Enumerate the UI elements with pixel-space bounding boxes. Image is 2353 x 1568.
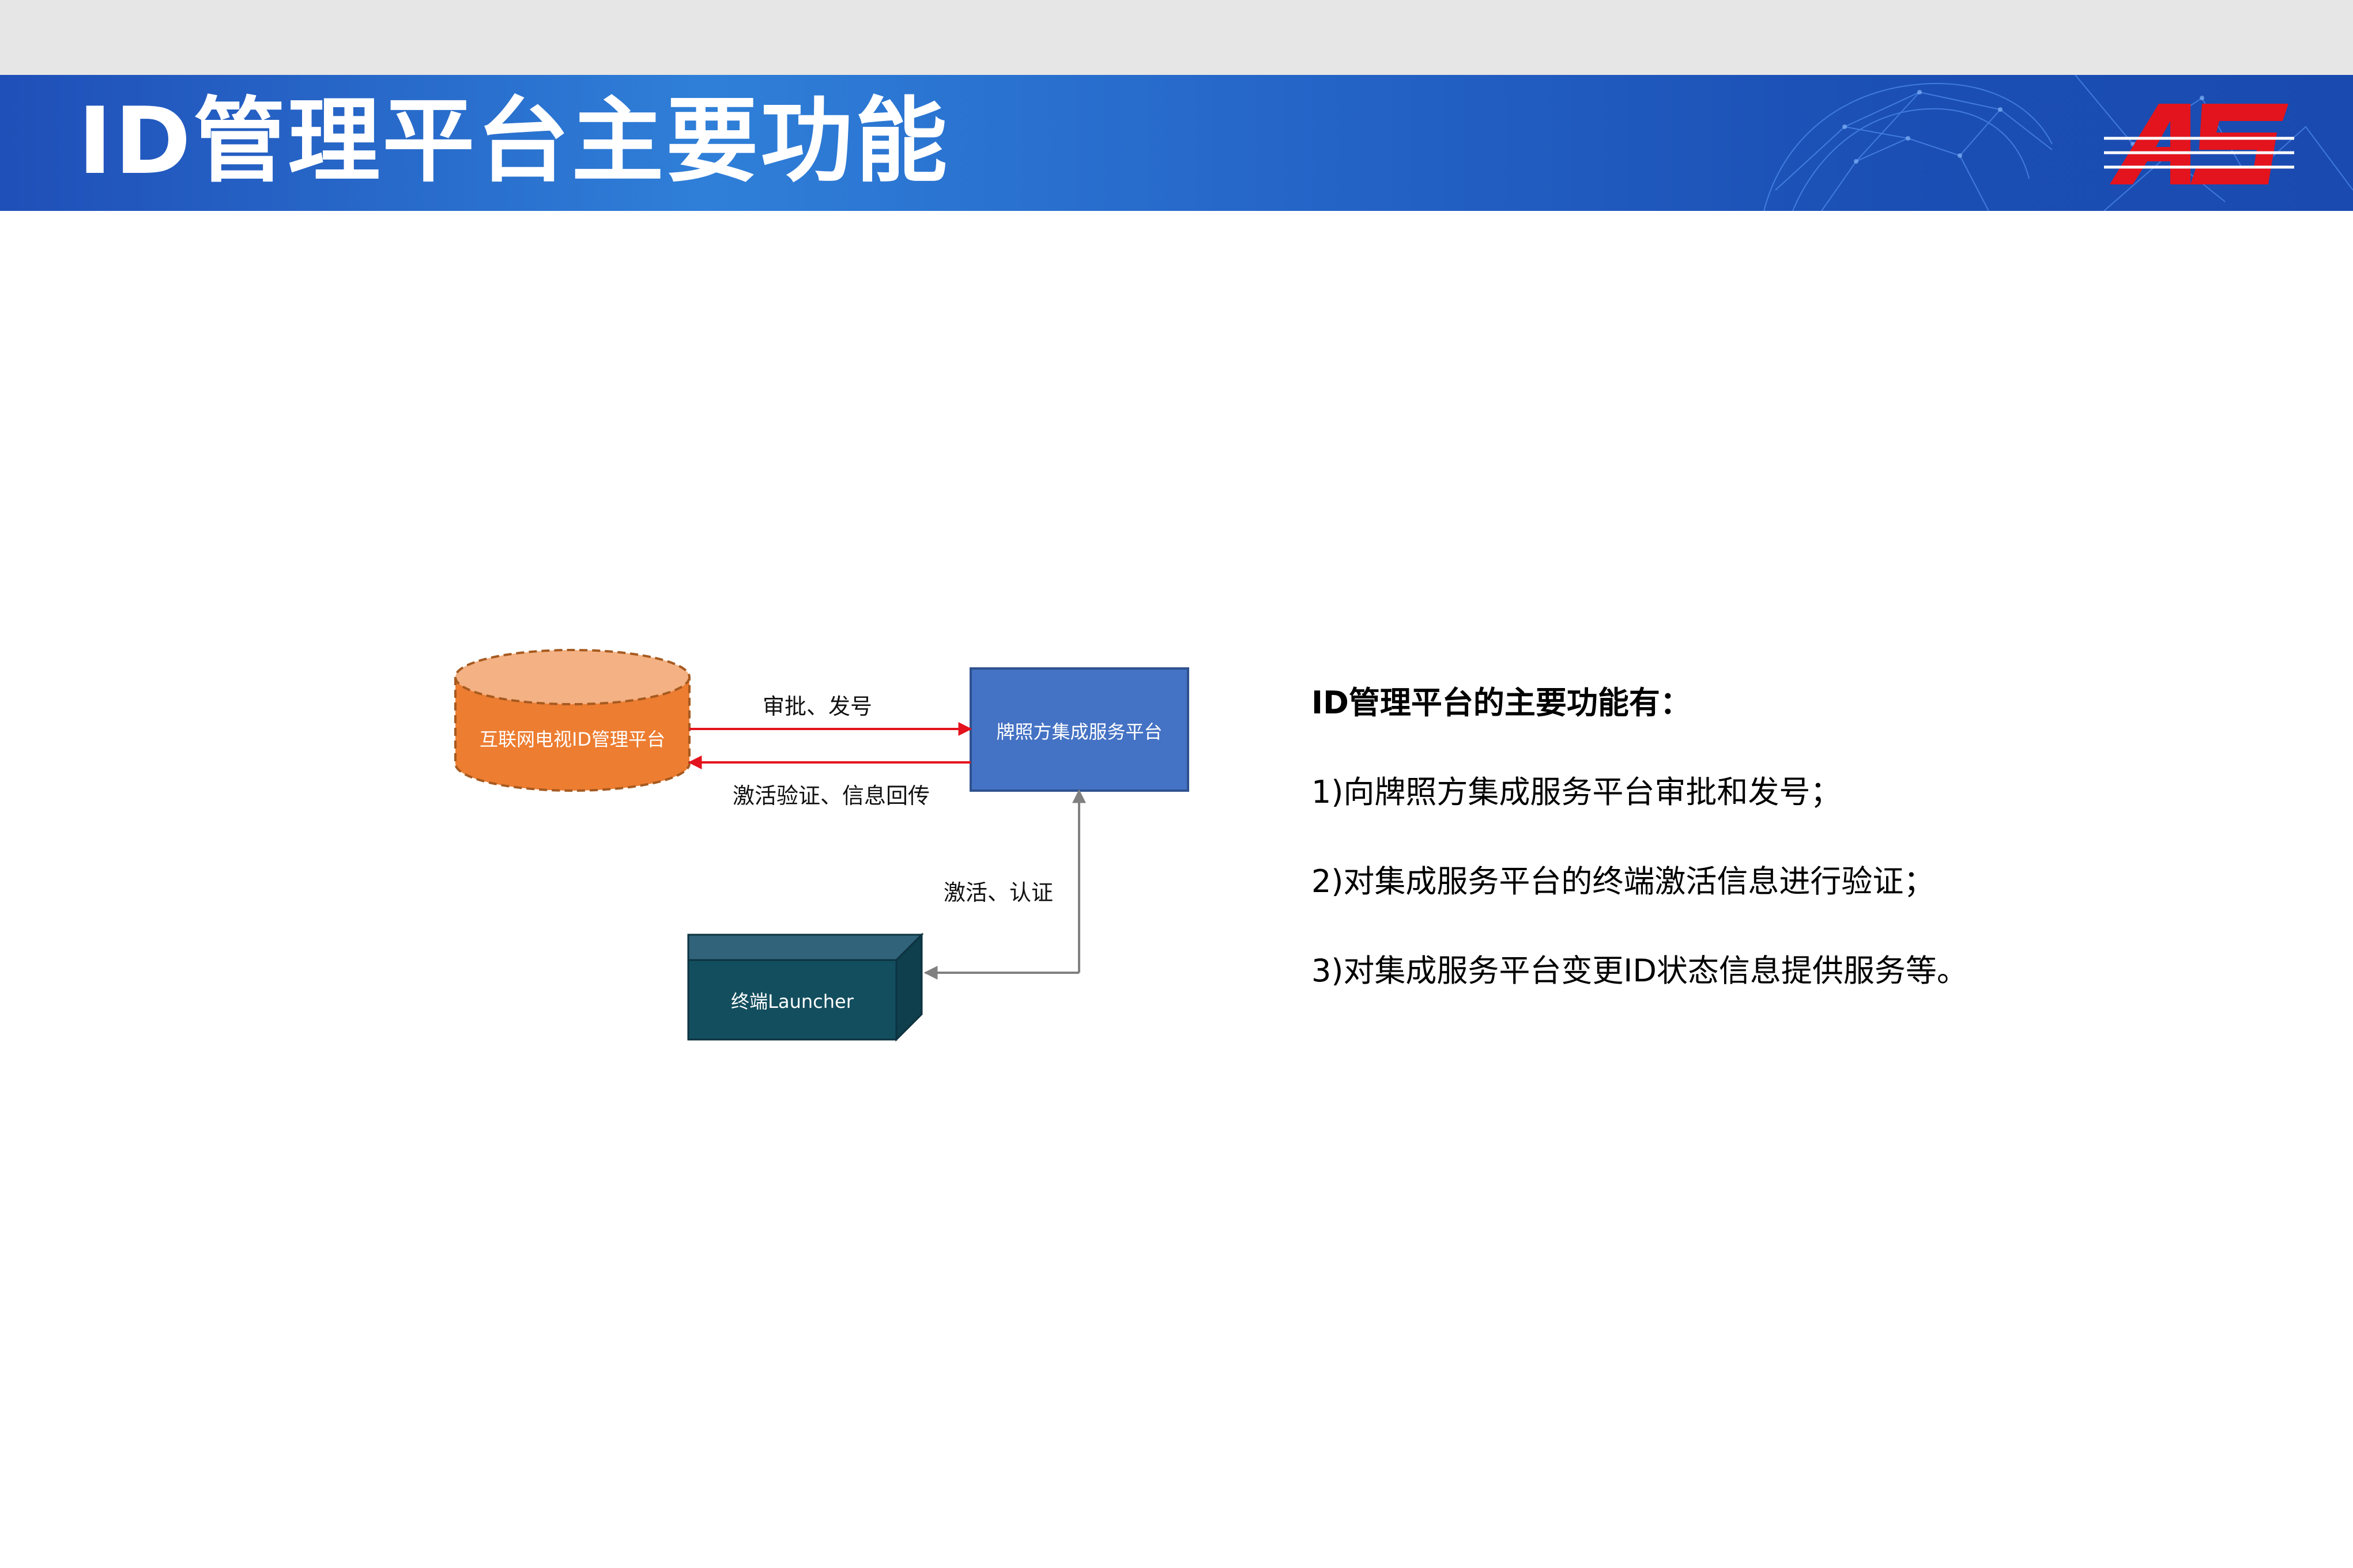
- description-heading: ID管理平台的主要功能有：: [1311, 685, 1691, 721]
- slide-title: ID管理平台主要功能: [78, 87, 950, 195]
- description-item: 3)对集成服务平台变更ID状态信息提供服务等。: [1311, 953, 1968, 989]
- top-gray-band: [0, 0, 2353, 75]
- platform-box: [970, 667, 1189, 792]
- function-description: ID管理平台的主要功能有： 1)向牌照方集成服务平台审批和发号； 2)对集成服务…: [1311, 680, 2320, 1037]
- as-logo-icon: [2104, 104, 2294, 184]
- slide-header: ID管理平台主要功能: [0, 75, 2353, 211]
- platform-label: 牌照方集成服务平台: [996, 721, 1163, 743]
- db-label: 互联网电视ID管理平台: [479, 728, 666, 750]
- description-item: 1)向牌照方集成服务平台审批和发号；: [1311, 774, 1842, 810]
- edge-label-activate-verify: 激活验证、信息回传: [733, 783, 930, 808]
- edge-label-activate-auth: 激活、认证: [944, 880, 1054, 905]
- db-cylinder: [454, 649, 691, 792]
- edge-label-approve: 审批、发号: [763, 694, 873, 719]
- terminal-label: 终端Launcher: [731, 991, 854, 1012]
- terminal-box: [687, 932, 924, 1042]
- description-item: 2)对集成服务平台的终端激活信息进行验证；: [1311, 863, 1935, 900]
